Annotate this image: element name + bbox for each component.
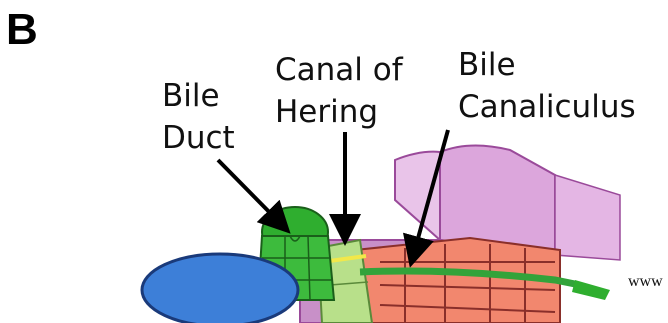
bile-canaliculus-label-line1: Bile	[458, 47, 516, 83]
panel-letter: B	[6, 6, 38, 54]
bile-duct-arrow	[218, 160, 285, 228]
watermark-text: www	[628, 273, 663, 291]
bile-canaliculus-label-line2: Canaliculus	[458, 89, 636, 125]
blood-vessel	[142, 254, 298, 323]
bile-duct-label-line2: Duct	[162, 120, 235, 156]
canaliculus-end	[572, 280, 610, 300]
canal-of-hering-label-line2: Hering	[275, 94, 378, 130]
bile-duct-label-line1: Bile	[162, 78, 220, 114]
canal-of-hering-label-line1: Canal of	[275, 52, 403, 88]
